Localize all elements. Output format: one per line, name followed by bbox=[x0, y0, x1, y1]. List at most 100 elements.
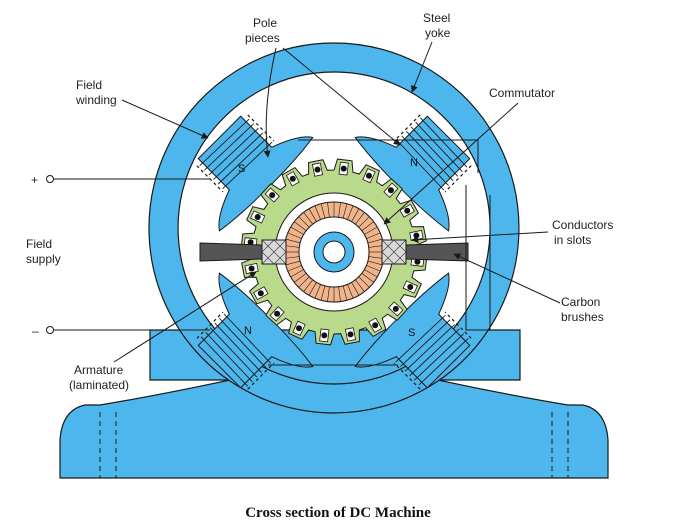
winding-turn bbox=[203, 123, 255, 171]
commutator-segment bbox=[320, 203, 326, 219]
winding-turn bbox=[199, 118, 250, 167]
commutator-segment bbox=[298, 216, 310, 228]
commutator-segment bbox=[368, 256, 384, 259]
winding-turn bbox=[419, 117, 468, 168]
carbon-brush-left bbox=[199, 239, 287, 265]
leader-commutator bbox=[383, 102, 519, 225]
winding-turn bbox=[223, 313, 272, 364]
pole-bottom-left bbox=[196, 272, 314, 390]
commutator-segment bbox=[351, 208, 360, 222]
label-armature-1: Armature bbox=[74, 363, 124, 377]
winding-turn bbox=[413, 333, 465, 381]
pole-top-right bbox=[354, 114, 472, 232]
commutator-segment bbox=[368, 245, 384, 248]
armature-conductors bbox=[243, 161, 425, 343]
conductor bbox=[392, 305, 399, 312]
commutator-segment bbox=[285, 238, 301, 244]
winding-turn bbox=[404, 324, 455, 372]
leader-conductors bbox=[411, 231, 549, 244]
commutator-segment bbox=[367, 238, 383, 244]
leader-field-winding bbox=[121, 99, 209, 139]
conductor bbox=[407, 284, 414, 290]
winding-turn bbox=[418, 337, 469, 386]
conductor bbox=[296, 325, 302, 332]
label-steel-yoke-1: Steel bbox=[423, 11, 450, 25]
conductor bbox=[413, 232, 420, 239]
conductor bbox=[289, 175, 296, 182]
pole-top-left bbox=[196, 114, 314, 232]
label-field-supply-1: Field bbox=[26, 237, 52, 251]
carbon-brush-right bbox=[381, 239, 469, 265]
commutator-segment bbox=[358, 276, 370, 288]
winding-turn bbox=[208, 127, 259, 176]
commutator-segment bbox=[285, 260, 301, 266]
commutator-segment bbox=[294, 221, 307, 231]
label-carbon-brushes-2: brushes bbox=[561, 310, 604, 324]
commutator-segment bbox=[364, 226, 378, 235]
commutator-segment bbox=[367, 260, 383, 266]
commutator-segment bbox=[338, 286, 341, 302]
conductor bbox=[248, 265, 255, 272]
plus-sign: + bbox=[31, 173, 38, 187]
conductor bbox=[257, 290, 264, 297]
leader-armature bbox=[113, 271, 257, 363]
conductor bbox=[254, 214, 261, 220]
commutator-segment bbox=[303, 279, 313, 292]
winding-turn bbox=[222, 141, 273, 190]
label-field-winding-2: winding bbox=[75, 93, 117, 107]
label-steel-yoke-2: yoke bbox=[425, 26, 451, 40]
label-pole-pieces-2: pieces bbox=[245, 31, 280, 45]
commutator-segment bbox=[355, 279, 365, 292]
commutator-segment bbox=[287, 265, 302, 272]
leader-yoke bbox=[411, 41, 433, 93]
winding-turn bbox=[401, 135, 449, 186]
label-field-winding-1: Field bbox=[76, 78, 102, 92]
label-field-supply-2: supply bbox=[26, 252, 61, 266]
commutator-segment bbox=[361, 221, 374, 231]
commutator-segment bbox=[338, 202, 341, 218]
winding-turn bbox=[396, 140, 445, 191]
terminal-plus bbox=[46, 175, 54, 183]
label-conductors-2: in slots bbox=[554, 233, 591, 247]
commutator-segment bbox=[342, 203, 348, 219]
minus-sign: – bbox=[32, 324, 39, 338]
label-pole-pieces-1: Pole bbox=[253, 16, 277, 30]
label-commutator: Commutator bbox=[489, 86, 555, 100]
winding-turn bbox=[395, 314, 446, 363]
pole-letter-bottom-left: N bbox=[244, 325, 252, 337]
commutator-segment bbox=[290, 226, 304, 235]
shaft-hole bbox=[322, 240, 346, 264]
commutator-segment bbox=[366, 232, 381, 239]
conductor bbox=[247, 239, 254, 246]
winding-turn bbox=[415, 121, 463, 173]
conductor bbox=[269, 192, 276, 199]
pole-letter-top-right: N bbox=[410, 157, 418, 169]
pole-letter-bottom-right: S bbox=[408, 327, 415, 339]
winding-turn bbox=[409, 328, 460, 377]
commutator-segment bbox=[351, 282, 360, 296]
commutator-segment bbox=[347, 284, 354, 299]
field-wiring bbox=[52, 139, 491, 366]
conductor bbox=[340, 165, 347, 172]
commutator-segment bbox=[314, 205, 321, 220]
terminal-minus bbox=[46, 326, 54, 334]
commutator-segment bbox=[366, 265, 381, 272]
commutator-segment bbox=[327, 286, 330, 302]
conductor bbox=[414, 258, 421, 265]
commutator-segment bbox=[303, 212, 313, 225]
leader-pole-left bbox=[263, 47, 277, 158]
winding-turn bbox=[217, 137, 268, 185]
caption: Cross section of DC Machine bbox=[245, 505, 431, 521]
commutator-segment bbox=[308, 208, 317, 222]
winding-turn bbox=[205, 331, 253, 383]
commutator-segment bbox=[294, 273, 307, 283]
poles bbox=[196, 114, 472, 390]
steel-yoke bbox=[148, 42, 520, 414]
conductor bbox=[372, 322, 379, 329]
conductor bbox=[366, 172, 372, 179]
commutator-segment bbox=[287, 232, 302, 239]
commutator-segment bbox=[355, 212, 365, 225]
leader-lines bbox=[113, 41, 561, 363]
commutator-segment bbox=[308, 282, 317, 296]
